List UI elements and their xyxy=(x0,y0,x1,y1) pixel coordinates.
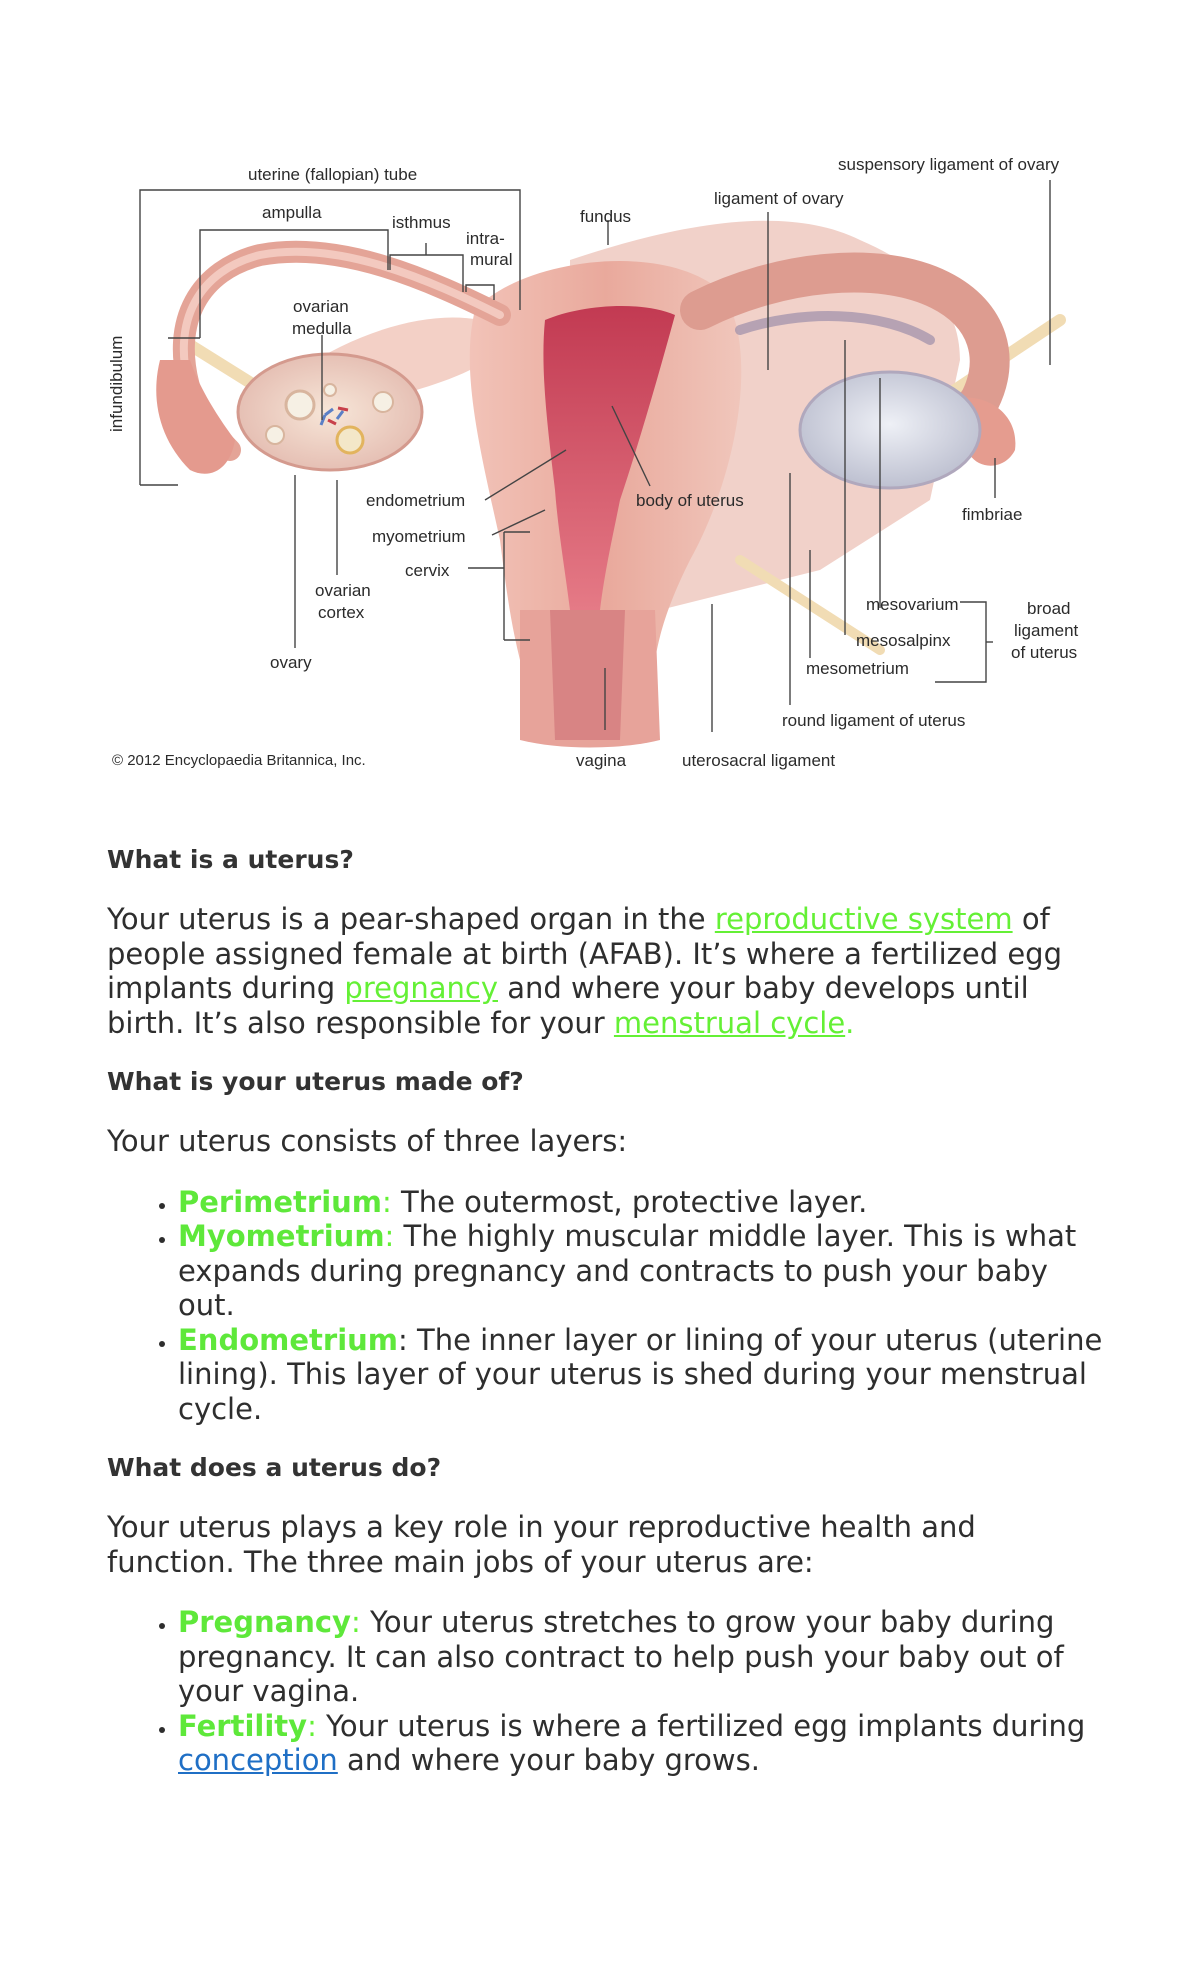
label-fimbriae: fimbriae xyxy=(962,505,1023,524)
heading-uterus-made-of: What is your uterus made of? xyxy=(107,1067,524,1096)
text-span: Your uterus is a pear-shaped organ in th… xyxy=(107,902,715,936)
label-myometrium: myometrium xyxy=(372,527,466,546)
term-separator: : xyxy=(350,1605,361,1639)
link-menstrual-cycle[interactable]: menstrual cycle xyxy=(613,1005,846,1040)
link-conception[interactable]: conception xyxy=(178,1743,338,1777)
paragraph-what-is-uterus: Your uterus is a pear-shaped organ in th… xyxy=(107,902,1107,1040)
label-mesometrium: mesometrium xyxy=(806,659,909,678)
label-endometrium: endometrium xyxy=(366,491,466,510)
term-separator: : xyxy=(382,1184,392,1219)
heading-what-uterus-does: What does a uterus do? xyxy=(107,1453,442,1482)
link-reproductive-system[interactable]: reproductive system xyxy=(714,902,1013,936)
term-pregnancy: Pregnancy xyxy=(178,1605,351,1639)
item-text: The highly muscular middle layer. This i… xyxy=(178,1219,1077,1322)
text-span: . xyxy=(845,1005,855,1040)
layers-list: Perimetrium: The outermost, protective l… xyxy=(107,1185,1107,1427)
list-item: Pregnancy: Your uterus stretches to grow… xyxy=(178,1605,1107,1709)
heading-what-is-uterus: What is a uterus? xyxy=(107,845,354,874)
list-item: Perimetrium: The outermost, protective l… xyxy=(178,1185,1107,1220)
label-vagina: vagina xyxy=(576,751,627,770)
label-intramural-1: intra- xyxy=(466,229,505,248)
label-suspensory-ligament: suspensory ligament of ovary xyxy=(838,155,1060,174)
label-body-of-uterus: body of uterus xyxy=(636,491,744,510)
list-item: Fertility: Your uterus is where a fertil… xyxy=(178,1709,1107,1778)
list-item: Endometrium: The inner layer or lining o… xyxy=(178,1323,1107,1427)
label-uterine-tube: uterine (fallopian) tube xyxy=(248,165,418,184)
term-perimetrium: Perimetrium xyxy=(178,1184,383,1219)
term-myometrium: Myometrium xyxy=(178,1219,385,1253)
article-body: What is a uterus? Your uterus is a pear-… xyxy=(107,844,1107,1804)
term-fertility: Fertility xyxy=(178,1708,308,1743)
uterine-cavity-shape xyxy=(543,305,675,610)
figure-copyright: © 2012 Encyclopaedia Britannica, Inc. xyxy=(112,752,366,769)
label-ovarian-cortex-2: cortex xyxy=(318,603,365,622)
uterus-illustration xyxy=(139,180,1066,748)
item-text: The inner layer or lining of your uterus… xyxy=(178,1322,1103,1426)
label-infundibulum: infundibulum xyxy=(107,335,126,432)
text-span: and where your baby develops until birth… xyxy=(107,971,1029,1040)
label-ovary: ovary xyxy=(270,653,312,672)
uterus-anatomy-figure: uterine (fallopian) tube ampulla isthmus… xyxy=(100,140,1110,785)
term-separator: : xyxy=(384,1219,395,1253)
label-mesosalpinx: mesosalpinx xyxy=(856,631,951,650)
label-ampulla: ampulla xyxy=(262,203,322,222)
item-text: Your uterus stretches to grow your baby … xyxy=(178,1605,1064,1708)
list-item: Myometrium: The highly muscular middle l… xyxy=(178,1219,1107,1323)
label-intramural-2: mural xyxy=(470,250,513,269)
label-broad-ligament-2: ligament xyxy=(1014,621,1079,640)
right-ovary-shape xyxy=(798,370,982,490)
jobs-list: Pregnancy: Your uterus stretches to grow… xyxy=(107,1605,1107,1778)
item-text: The outermost, protective layer. xyxy=(391,1184,868,1219)
label-ligament-of-ovary: ligament of ovary xyxy=(714,189,844,208)
label-fundus: fundus xyxy=(580,207,632,226)
label-uterosacral-ligament: uterosacral ligament xyxy=(682,751,836,770)
text-span: of people assigned female at birth (AFAB… xyxy=(107,902,1062,1005)
label-round-ligament: round ligament of uterus xyxy=(782,711,966,730)
label-broad-ligament-3: of uterus xyxy=(1011,643,1078,662)
paragraph-jobs-intro: Your uterus plays a key role in your rep… xyxy=(107,1510,976,1579)
label-broad-ligament-1: broad xyxy=(1027,599,1071,618)
term-separator: : xyxy=(398,1322,408,1357)
term-separator: : xyxy=(307,1708,317,1743)
label-isthmus: isthmus xyxy=(392,213,451,232)
label-ovarian-medulla-1: ovarian xyxy=(293,297,349,316)
item-text: Your uterus is where a fertilized egg im… xyxy=(316,1708,1086,1743)
link-pregnancy[interactable]: pregnancy xyxy=(344,971,498,1005)
label-mesovarium: mesovarium xyxy=(866,595,959,614)
label-cervix: cervix xyxy=(405,561,450,580)
label-ovarian-cortex-1: ovarian xyxy=(315,581,371,600)
label-ovarian-medulla-2: medulla xyxy=(292,319,352,338)
item-text: and where your baby grows. xyxy=(337,1743,760,1777)
paragraph-layers-intro: Your uterus consists of three layers: xyxy=(107,1124,628,1158)
term-endometrium: Endometrium xyxy=(178,1322,398,1357)
